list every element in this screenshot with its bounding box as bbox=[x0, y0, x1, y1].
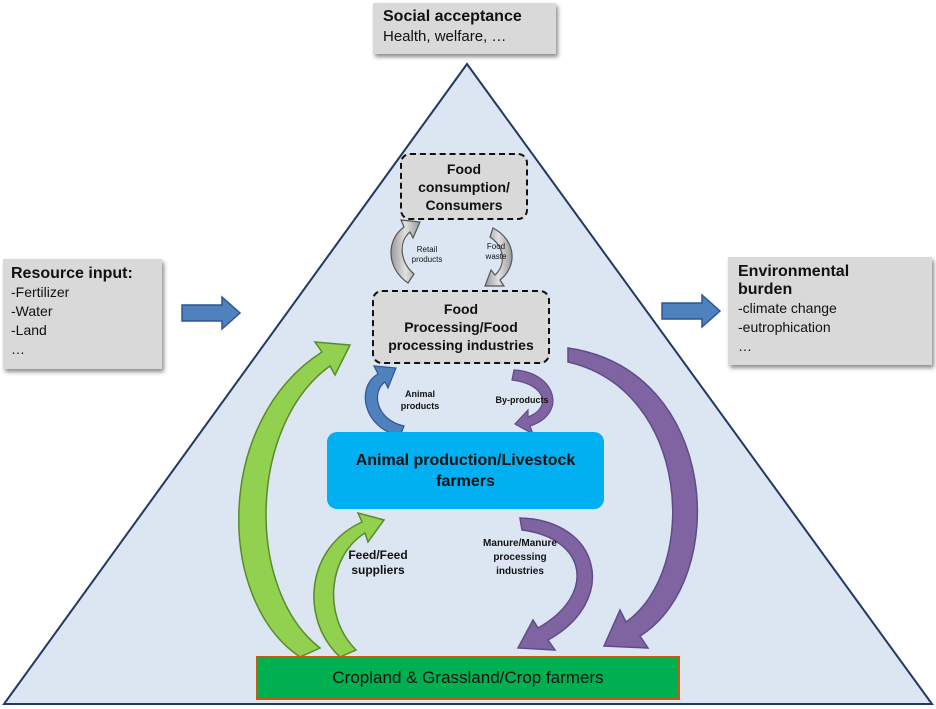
manure-arrow bbox=[516, 517, 594, 651]
resource-input-box: Resource input: -Fertilizer -Water -Land… bbox=[3, 259, 162, 369]
by-products-arrow bbox=[511, 369, 554, 436]
livestock-line: Animal production/Livestock bbox=[355, 451, 576, 469]
pyramid-triangle bbox=[2, 62, 934, 705]
social-acceptance-box: Social acceptance Health, welfare, … bbox=[373, 3, 556, 54]
animal-products-arrow bbox=[364, 365, 405, 437]
social-acceptance-title: Social acceptance bbox=[383, 8, 522, 25]
manure-label: Manure/Manure processing industries bbox=[470, 537, 570, 579]
cropland-box: Cropland & Grassland/Crop farmers bbox=[256, 656, 680, 700]
retail-products-label: Retail products bbox=[402, 245, 452, 265]
environmental-burden-title: burden bbox=[738, 281, 793, 298]
livestock-line: farmers bbox=[436, 472, 495, 490]
animal-line: products bbox=[400, 401, 440, 411]
consumption-line: Food bbox=[446, 160, 482, 177]
animal-line: Animal bbox=[404, 389, 435, 399]
resource-input-arrow bbox=[181, 295, 242, 331]
food-waste-arrow bbox=[484, 227, 513, 287]
retail-products-arrow bbox=[390, 219, 421, 284]
waste-line: Food bbox=[486, 242, 506, 251]
manure-line: industries bbox=[496, 566, 544, 577]
waste-line: waste bbox=[485, 252, 507, 261]
feed-suppliers-label: Feed/Feed suppliers bbox=[338, 548, 418, 578]
manure-line: Manure/Manure bbox=[483, 538, 557, 549]
retail-line: Retail bbox=[416, 245, 438, 254]
environmental-burden-title: Environmental bbox=[738, 263, 850, 280]
crop-to-processing-arrow bbox=[238, 341, 352, 658]
byproducts-line: By-products bbox=[495, 395, 549, 405]
processing-line: Processing/Food bbox=[404, 319, 518, 335]
burden-item: … bbox=[738, 338, 752, 354]
consumption-line: consumption/ bbox=[418, 178, 510, 195]
resource-input-title: Resource input: bbox=[11, 265, 133, 282]
retail-line: products bbox=[411, 255, 443, 264]
food-waste-label: Food waste bbox=[474, 242, 518, 262]
environmental-burden-arrow bbox=[661, 293, 722, 329]
resource-item: -Fertilizer bbox=[11, 284, 70, 300]
livestock-box: Animal production/Livestock farmers bbox=[327, 432, 604, 509]
feed-line: suppliers bbox=[351, 563, 405, 577]
burden-item: -eutrophication bbox=[738, 319, 831, 335]
animal-products-label: Animal products bbox=[390, 388, 450, 412]
processing-line: Food bbox=[443, 301, 479, 317]
cropland-label: Cropland & Grassland/Crop farmers bbox=[332, 668, 604, 687]
consumption-line: Consumers bbox=[425, 196, 503, 213]
by-products-label: By-products bbox=[486, 394, 558, 406]
feed-suppliers-arrow bbox=[313, 511, 386, 658]
food-consumption-box: Food consumption/ Consumers bbox=[400, 153, 528, 220]
social-acceptance-subtitle: Health, welfare, … bbox=[383, 28, 507, 45]
burden-item: -climate change bbox=[738, 300, 837, 316]
feed-line: Feed/Feed bbox=[348, 548, 408, 562]
resource-item: … bbox=[11, 341, 25, 357]
manure-line: processing bbox=[493, 552, 547, 563]
processing-line: processing industries bbox=[388, 337, 534, 353]
food-processing-box: Food Processing/Food processing industri… bbox=[372, 290, 550, 364]
environmental-burden-box: Environmental burden -climate change -eu… bbox=[728, 257, 932, 365]
resource-item: -Land bbox=[11, 322, 47, 338]
resource-item: -Water bbox=[11, 303, 53, 319]
processing-to-crop-arrow bbox=[567, 347, 699, 649]
